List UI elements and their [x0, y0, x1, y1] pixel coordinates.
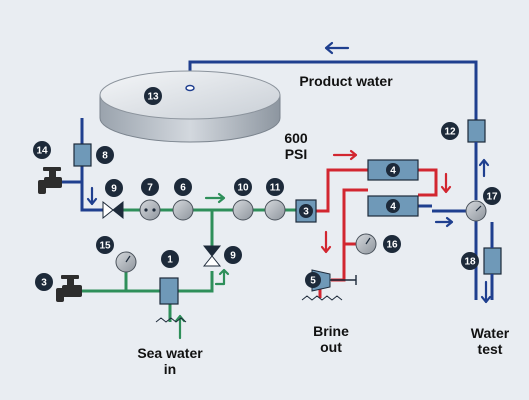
water-test-label-2: test	[478, 341, 503, 357]
unit-7	[139, 199, 161, 221]
svg-text:12: 12	[444, 127, 456, 138]
svg-text:13: 13	[147, 92, 159, 103]
marker-15: 15	[96, 236, 114, 254]
marker-12: 12	[441, 122, 459, 140]
marker-17: 17	[483, 187, 501, 205]
pressure-value: 600	[284, 130, 308, 146]
brine-out-label-1: Brine	[313, 323, 349, 339]
svg-text:17: 17	[486, 192, 498, 203]
marker-10: 10	[234, 178, 252, 196]
svg-text:1: 1	[167, 255, 173, 266]
marker-14: 14	[33, 141, 51, 159]
marker-8: 6	[174, 178, 192, 196]
marker-2: 3	[35, 273, 53, 291]
pressure-unit: PSI	[285, 146, 308, 162]
component-1	[159, 277, 179, 305]
component-6	[73, 143, 92, 167]
svg-text:10: 10	[237, 183, 249, 194]
brine-out-label-2: out	[320, 339, 342, 355]
sea-water-label-1: Sea water	[137, 345, 203, 361]
svg-text:11: 11	[270, 183, 281, 194]
gauge-details	[144, 208, 156, 212]
faucet-14	[38, 167, 62, 194]
marker-6: 8	[96, 146, 114, 164]
marker-11: 11	[266, 178, 284, 196]
marker-18: 18	[461, 252, 479, 270]
marker-5: 5	[305, 272, 321, 288]
svg-text:6: 6	[180, 183, 186, 194]
svg-text:4: 4	[390, 202, 396, 213]
marker-3: 3	[299, 204, 313, 218]
svg-text:3: 3	[303, 207, 309, 218]
marker-9-lower: 9	[224, 246, 242, 264]
marker-1: 1	[161, 250, 179, 268]
ground-hatch	[155, 295, 343, 323]
unit-10	[232, 199, 254, 221]
faucet-2	[56, 275, 82, 302]
sea-water-label-2: in	[164, 361, 176, 377]
svg-text:4: 4	[390, 166, 396, 177]
marker-7: 7	[141, 178, 159, 196]
svg-text:15: 15	[99, 241, 111, 252]
number-markers: 13 14 8 9 7 6 10 11 3 4 4 12 17 15 1 9 1…	[33, 87, 501, 291]
marker-9-upper: 9	[105, 179, 123, 197]
marker-4-upper: 4	[386, 163, 400, 177]
svg-text:3: 3	[41, 278, 47, 289]
feed-water-pipe	[82, 208, 296, 322]
marker-16: 16	[383, 235, 401, 253]
high-pressure-pipe	[316, 168, 438, 298]
product-water-tank	[99, 70, 281, 143]
svg-text:7: 7	[147, 183, 153, 194]
gauge-needles	[125, 205, 482, 263]
svg-text:16: 16	[386, 240, 398, 251]
unit-8	[172, 199, 194, 221]
svg-text:14: 14	[36, 146, 48, 157]
component-12	[467, 119, 486, 143]
marker-13: 13	[144, 87, 162, 105]
svg-text:18: 18	[464, 257, 476, 268]
valve-9-upper	[102, 200, 124, 220]
svg-text:9: 9	[230, 251, 236, 262]
component-18	[483, 247, 502, 275]
product-water-label: Product water	[299, 73, 393, 89]
valve-9-lower	[202, 245, 222, 267]
water-test-label-1: Water	[471, 325, 510, 341]
unit-11	[264, 199, 286, 221]
svg-text:5: 5	[310, 276, 316, 287]
marker-4-lower: 4	[386, 199, 400, 213]
svg-text:9: 9	[111, 184, 117, 195]
svg-text:8: 8	[102, 151, 108, 162]
